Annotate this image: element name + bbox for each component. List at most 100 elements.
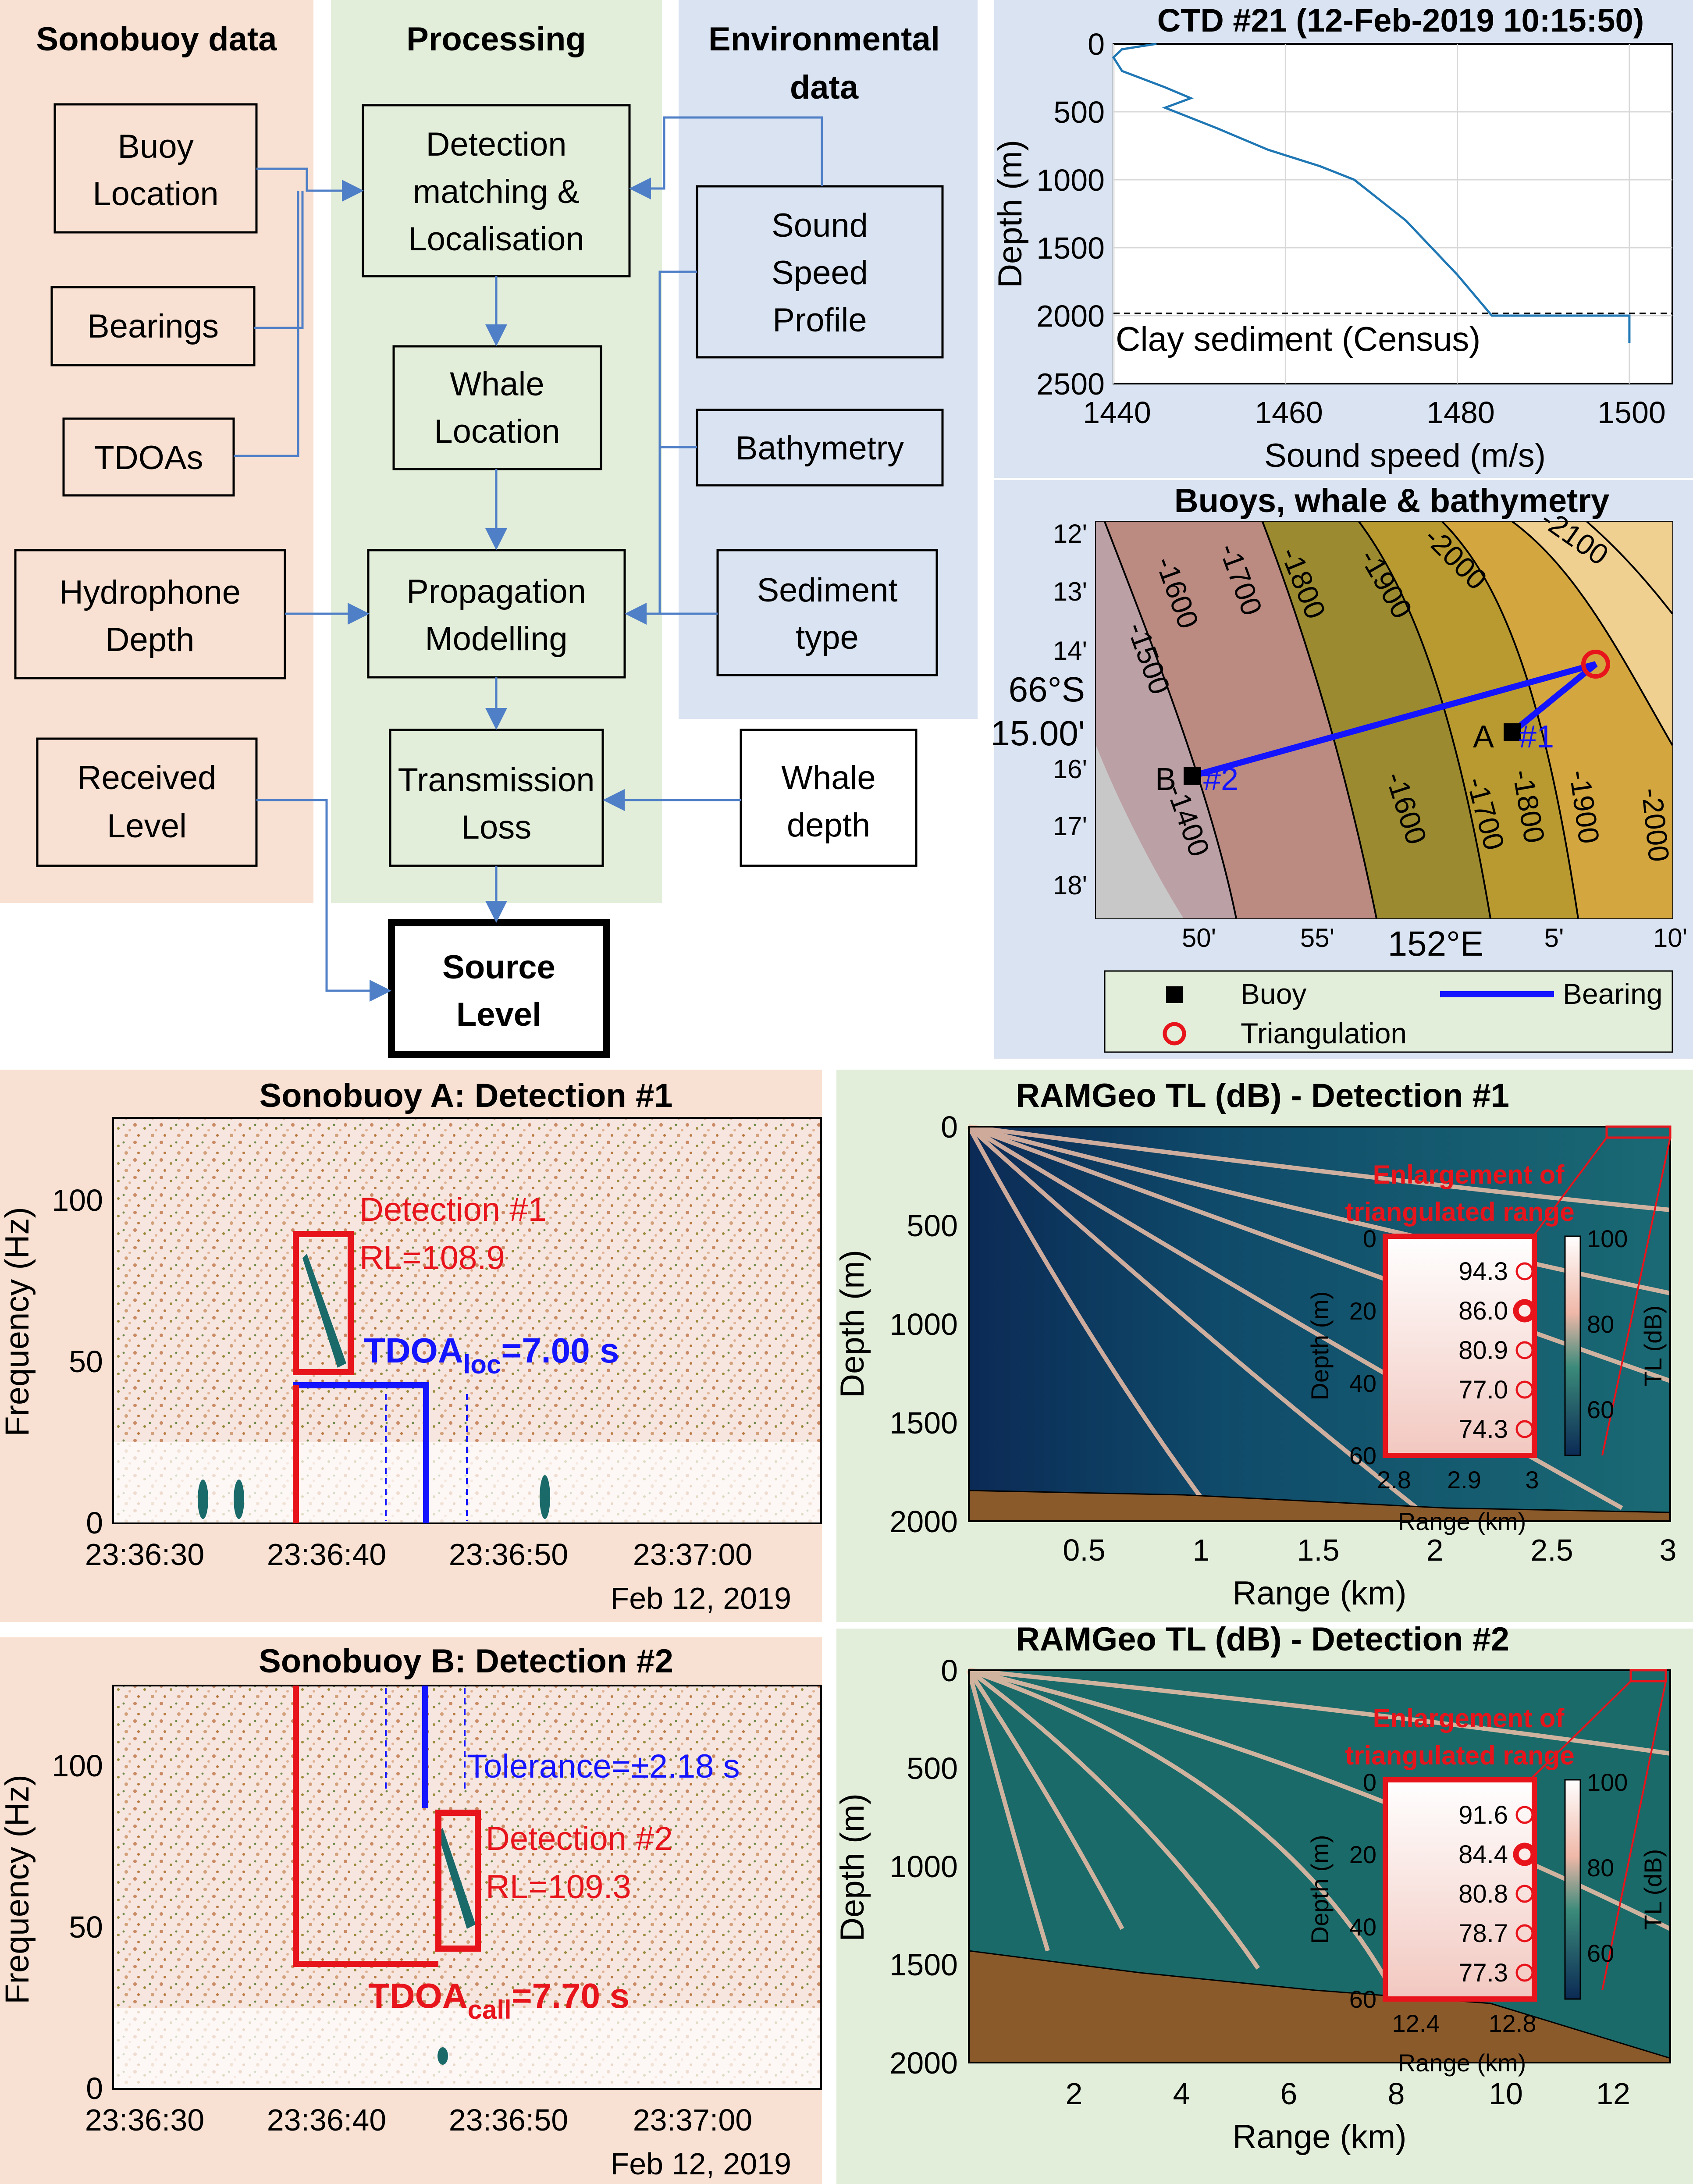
tl2-cbar-tick-0: 100 (1587, 1768, 1628, 1796)
sono-a-detection-label: Detection #1 (359, 1191, 547, 1228)
tl2-inset-xtick-0: 12.4 (1392, 2010, 1440, 2037)
box-buoy-location (53, 103, 258, 234)
map-panel: Buoys, whale & bathymetry -1600 -1700 -1… (991, 480, 1693, 1059)
sono-b-date: Feb 12, 2019 (610, 2147, 791, 2181)
map-bearing-lines (1192, 661, 1598, 779)
triangulation-marker (1581, 650, 1610, 679)
tl2-inset-value-1: 84.4 (1458, 1840, 1508, 1869)
ctd-annotation: Clay sediment (Census) (1116, 320, 1480, 358)
col-title-processing: Processing (406, 21, 586, 58)
box-whale-depth (740, 729, 918, 867)
tl1-panel: RAMGeo TL (dB) - Detection #1 Enlargemen… (834, 1070, 1693, 1622)
tl1-ytick-2: 1000 (889, 1307, 958, 1341)
tl1-cbar-label: TL (dB) (1639, 1305, 1667, 1387)
tl2-inset-ytick-3: 60 (1349, 1985, 1376, 2013)
tl1-inset-value-2: 80.9 (1458, 1336, 1508, 1365)
sono-a-title: Sonobuoy A: Detection #1 (259, 1077, 672, 1114)
label-whale-depth-1: Whale (781, 759, 875, 797)
label-detection-3: Localisation (408, 221, 584, 258)
map-ytick-1: 13' (1053, 577, 1087, 606)
tl1-xlabel: Range (km) (1233, 1575, 1407, 1612)
tl2-inset-markers (1513, 1806, 1537, 1982)
tl2-inset-value-2: 80.8 (1458, 1880, 1508, 1908)
tl1-ylabel: Depth (m) (834, 1250, 871, 1398)
tl1-title: RAMGeo TL (dB) - Detection #1 (1016, 1077, 1509, 1114)
tl2-xtick-2: 6 (1280, 2077, 1298, 2111)
tl2-colorbar (1564, 1779, 1581, 2000)
contour-label-12: -2000 (1636, 786, 1675, 864)
ctd-xtick-0: 1440 (1083, 395, 1151, 430)
label-detection-1: Detection (426, 126, 566, 163)
tl1-inset-markers (1513, 1262, 1537, 1438)
label-sediment-2: type (796, 619, 859, 656)
map-ytick-3: 15.00' (991, 714, 1085, 753)
box-bathymetry (696, 409, 944, 487)
tl2-cbar-label: TL (dB) (1639, 1849, 1667, 1930)
box-sound-speed-profile (696, 185, 944, 359)
ctd-ytick-5: 2500 (1036, 367, 1105, 401)
buoy-b-marker (1184, 767, 1201, 785)
tl2-title: RAMGeo TL (dB) - Detection #2 (1016, 1621, 1509, 1658)
sono-a-ytick-2: 100 (52, 1183, 103, 1217)
tl1-inset-xlabel: Range (km) (1398, 1508, 1526, 1535)
ctd-ytick-3: 1500 (1036, 231, 1105, 265)
label-ssp-1: Sound (772, 207, 868, 244)
sono-b-xtick-3: 23:37:00 (633, 2103, 752, 2137)
ctd-ytick-0: 0 (1088, 27, 1105, 61)
tl1-xtick-5: 3 (1660, 1533, 1677, 1567)
legend-bearing-label: Bearing (1563, 978, 1663, 1010)
sono-b-tdoa-label: TDOAcall=7.70 s (368, 1976, 630, 2024)
col-title-sonobuoy: Sonobuoy data (36, 21, 277, 58)
map-ytick-4: 16' (1053, 754, 1087, 784)
label-source-level-1: Source (442, 949, 555, 986)
tl2-rays (967, 1668, 1672, 1987)
sono-a-xtick-0: 23:36:30 (85, 1537, 204, 1572)
map-xtick-2: 5' (1544, 923, 1564, 953)
label-propagation-1: Propagation (406, 573, 586, 610)
sono-b-detection-label: Detection #2 (486, 1820, 673, 1857)
sono-b-ytick-1: 50 (69, 1910, 103, 1944)
label-hydrophone-2: Depth (106, 621, 195, 658)
tl2-cbar-tick-2: 60 (1587, 1939, 1614, 1967)
sono-a-xtick-1: 23:36:40 (267, 1537, 386, 1572)
tl1-xtick-1: 1 (1193, 1533, 1210, 1567)
ctd-xtick-1: 1460 (1255, 395, 1323, 430)
label-whale-location-1: Whale (450, 366, 544, 403)
tl2-inset-ytick-0: 0 (1363, 1768, 1376, 1796)
sono-b-xtick-2: 23:36:50 (449, 2103, 568, 2137)
tl1-ytick-4: 2000 (889, 1505, 958, 1539)
label-tl-1: Transmission (398, 761, 594, 799)
map-lat-label: 66°S (1009, 670, 1085, 709)
tl1-inset-xtick-0: 2.8 (1377, 1466, 1411, 1494)
sono-a-date: Feb 12, 2019 (610, 1581, 791, 1615)
box-propagation-modelling (367, 549, 626, 679)
ctd-axes (1113, 43, 1673, 384)
tl2-xlabel: Range (km) (1233, 2118, 1407, 2156)
map-ytick-6: 18' (1053, 871, 1087, 900)
flow-arrows (234, 116, 823, 1002)
label-received-2: Level (107, 807, 187, 845)
legend-triangulation-icon (1163, 1022, 1186, 1046)
tl2-ytick-2: 1000 (889, 1850, 958, 1884)
label-detection-2: matching & (413, 173, 580, 210)
box-hydrophone-depth (14, 549, 286, 679)
tl2-xtick-5: 12 (1596, 2077, 1630, 2111)
tl2-inset-ytick-2: 40 (1349, 1913, 1376, 1941)
tl2-cbar-tick-1: 80 (1587, 1854, 1614, 1882)
sono-a-xtick-3: 23:37:00 (633, 1537, 752, 1572)
tl1-cbar-tick-0: 100 (1587, 1225, 1628, 1252)
sono-a-tdoa-label: TDOAloc=7.00 s (364, 1331, 619, 1379)
map-ytick-2: 14' (1053, 636, 1087, 665)
tl1-xtick-3: 2 (1426, 1533, 1444, 1567)
box-bearings (50, 286, 256, 366)
label-ssp-2: Speed (772, 254, 868, 292)
buoy-a-id: #1 (1519, 719, 1554, 754)
tl2-ylabel: Depth (m) (834, 1793, 871, 1942)
buoy-a-marker (1504, 723, 1521, 741)
label-received-1: Received (78, 759, 217, 797)
buoy-b-label: B (1155, 762, 1176, 797)
sono-b-tdoa-bracket (293, 1686, 438, 1967)
tl1-inset-title-1: Enlargement of (1373, 1160, 1565, 1189)
box-source-level (388, 919, 610, 1058)
label-propagation-2: Modelling (425, 620, 567, 658)
